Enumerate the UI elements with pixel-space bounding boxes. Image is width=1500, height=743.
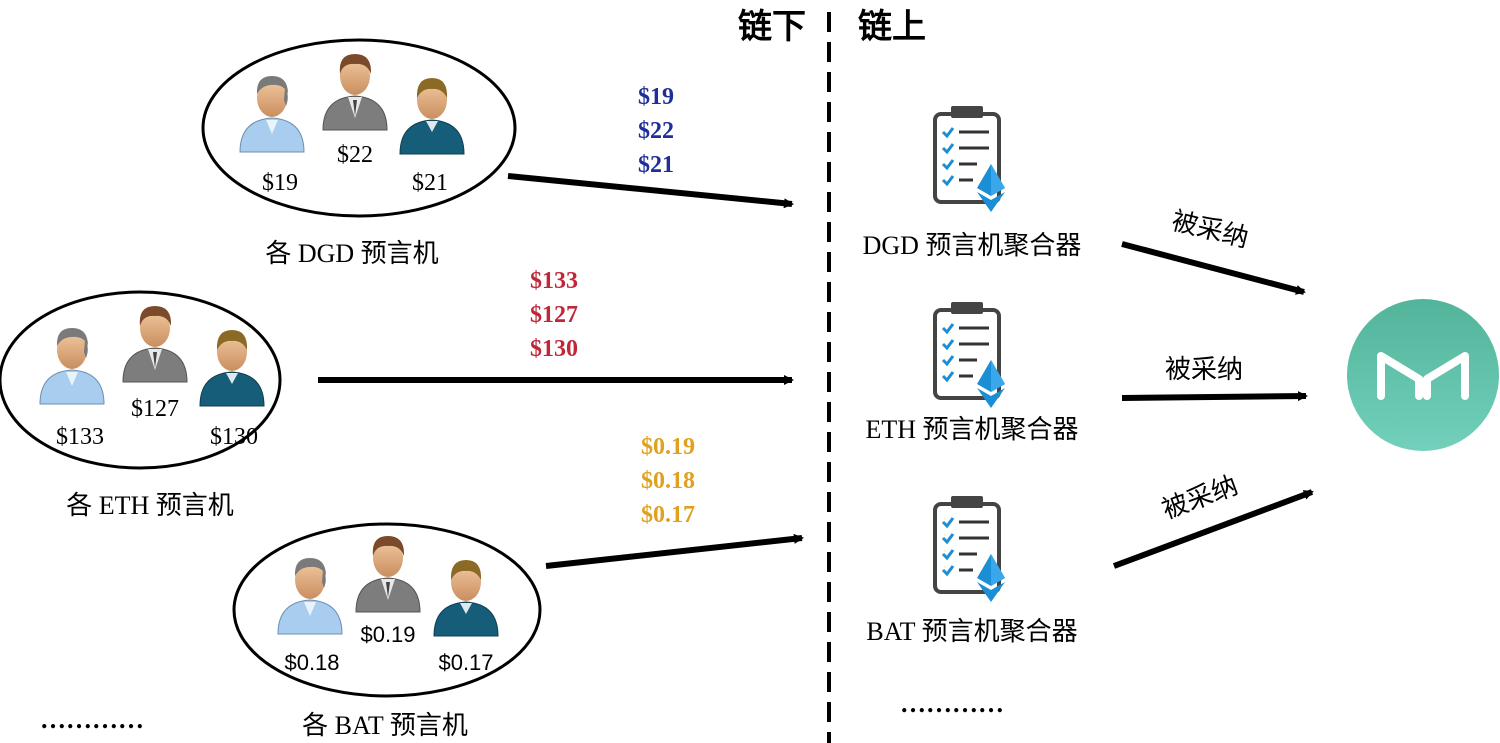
group-ellipse <box>0 290 282 470</box>
person-icon <box>39 327 105 405</box>
onchain-header: 链上 <box>858 7 926 47</box>
person-icon <box>199 329 265 407</box>
group-ellipse <box>232 522 542 698</box>
offchain-header: 链下 <box>738 7 806 47</box>
feed-value: $0.18 <box>641 468 695 494</box>
person-icon <box>399 77 465 155</box>
group-label: 各 BAT 预言机 <box>302 711 468 740</box>
oracle-group-bat: $0.18 $0.19 $0.17 各 BAT 预言机 <box>232 522 542 740</box>
feed-values-dgd: $19 $22 $21 <box>638 84 674 178</box>
feed-values-eth: $133 $127 $130 <box>530 268 578 362</box>
oracle-price: $0.19 <box>360 622 415 647</box>
person-icon <box>239 75 305 153</box>
oracle-price: $130 <box>210 424 258 450</box>
oracle-price: $21 <box>412 170 448 196</box>
person-icon <box>433 559 499 637</box>
aggregator-label: BAT 预言机聚合器 <box>866 617 1077 646</box>
person-icon <box>122 305 188 383</box>
person-icon <box>322 53 388 131</box>
group-label: 各 DGD 预言机 <box>265 239 438 268</box>
group-label: 各 ETH 预言机 <box>66 491 234 520</box>
adopt-arrow-bat <box>1112 489 1314 569</box>
oracle-group-eth: $133 $127 $130 各 ETH 预言机 <box>0 290 282 520</box>
adopt-arrow-eth <box>1121 391 1308 402</box>
oracle-group-dgd: $19 $22 $21 各 DGD 预言机 <box>201 38 517 268</box>
person-icon <box>355 535 421 613</box>
clipboard-checklist-icon <box>933 104 1007 214</box>
feed-values-bat: $0.19 $0.18 $0.17 <box>641 434 695 528</box>
group-ellipse <box>201 38 517 218</box>
oracle-price: $127 <box>131 396 179 422</box>
aggregator-label: DGD 预言机聚合器 <box>863 231 1082 260</box>
more-groups-dots: ………… <box>40 705 144 734</box>
oracle-price: $133 <box>56 424 104 450</box>
feed-value: $22 <box>638 118 674 144</box>
oracle-price: $19 <box>262 170 298 196</box>
feed-value: $21 <box>638 152 674 178</box>
feed-value: $0.17 <box>641 502 695 528</box>
clipboard-checklist-icon <box>933 300 1007 410</box>
feed-value: $0.19 <box>641 434 695 460</box>
clipboard-checklist-icon <box>933 494 1007 604</box>
aggregator-label: ETH 预言机聚合器 <box>865 415 1078 444</box>
oracle-price: $0.17 <box>438 650 493 675</box>
oracle-price: $22 <box>337 142 373 168</box>
more-aggregators-dots: ………… <box>900 689 1004 718</box>
feed-value: $130 <box>530 336 578 362</box>
adopted-label: 被采纳 <box>1158 471 1242 526</box>
adopted-label: 被采纳 <box>1169 206 1252 254</box>
adopted-label: 被采纳 <box>1165 355 1243 385</box>
feed-value: $19 <box>638 84 674 110</box>
person-icon <box>277 557 343 635</box>
adopt-arrow-dgd <box>1121 241 1306 295</box>
feed-value: $127 <box>530 302 578 328</box>
feed-arrow-dgd <box>507 173 794 209</box>
feed-arrow-bat <box>545 533 804 569</box>
feed-value: $133 <box>530 268 578 294</box>
oracle-price: $0.18 <box>284 650 339 675</box>
maker-logo-icon <box>1347 299 1499 451</box>
